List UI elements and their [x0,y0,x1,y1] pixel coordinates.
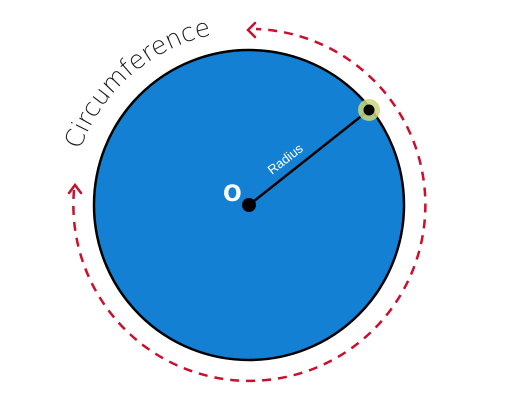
arrowhead-top [246,21,257,39]
circumference-arrow [72,27,427,383]
circumference-point [363,104,375,116]
arrowhead-left [67,182,83,195]
center-label: O [223,182,242,207]
center-point [242,198,256,212]
radius-line [248,109,370,206]
